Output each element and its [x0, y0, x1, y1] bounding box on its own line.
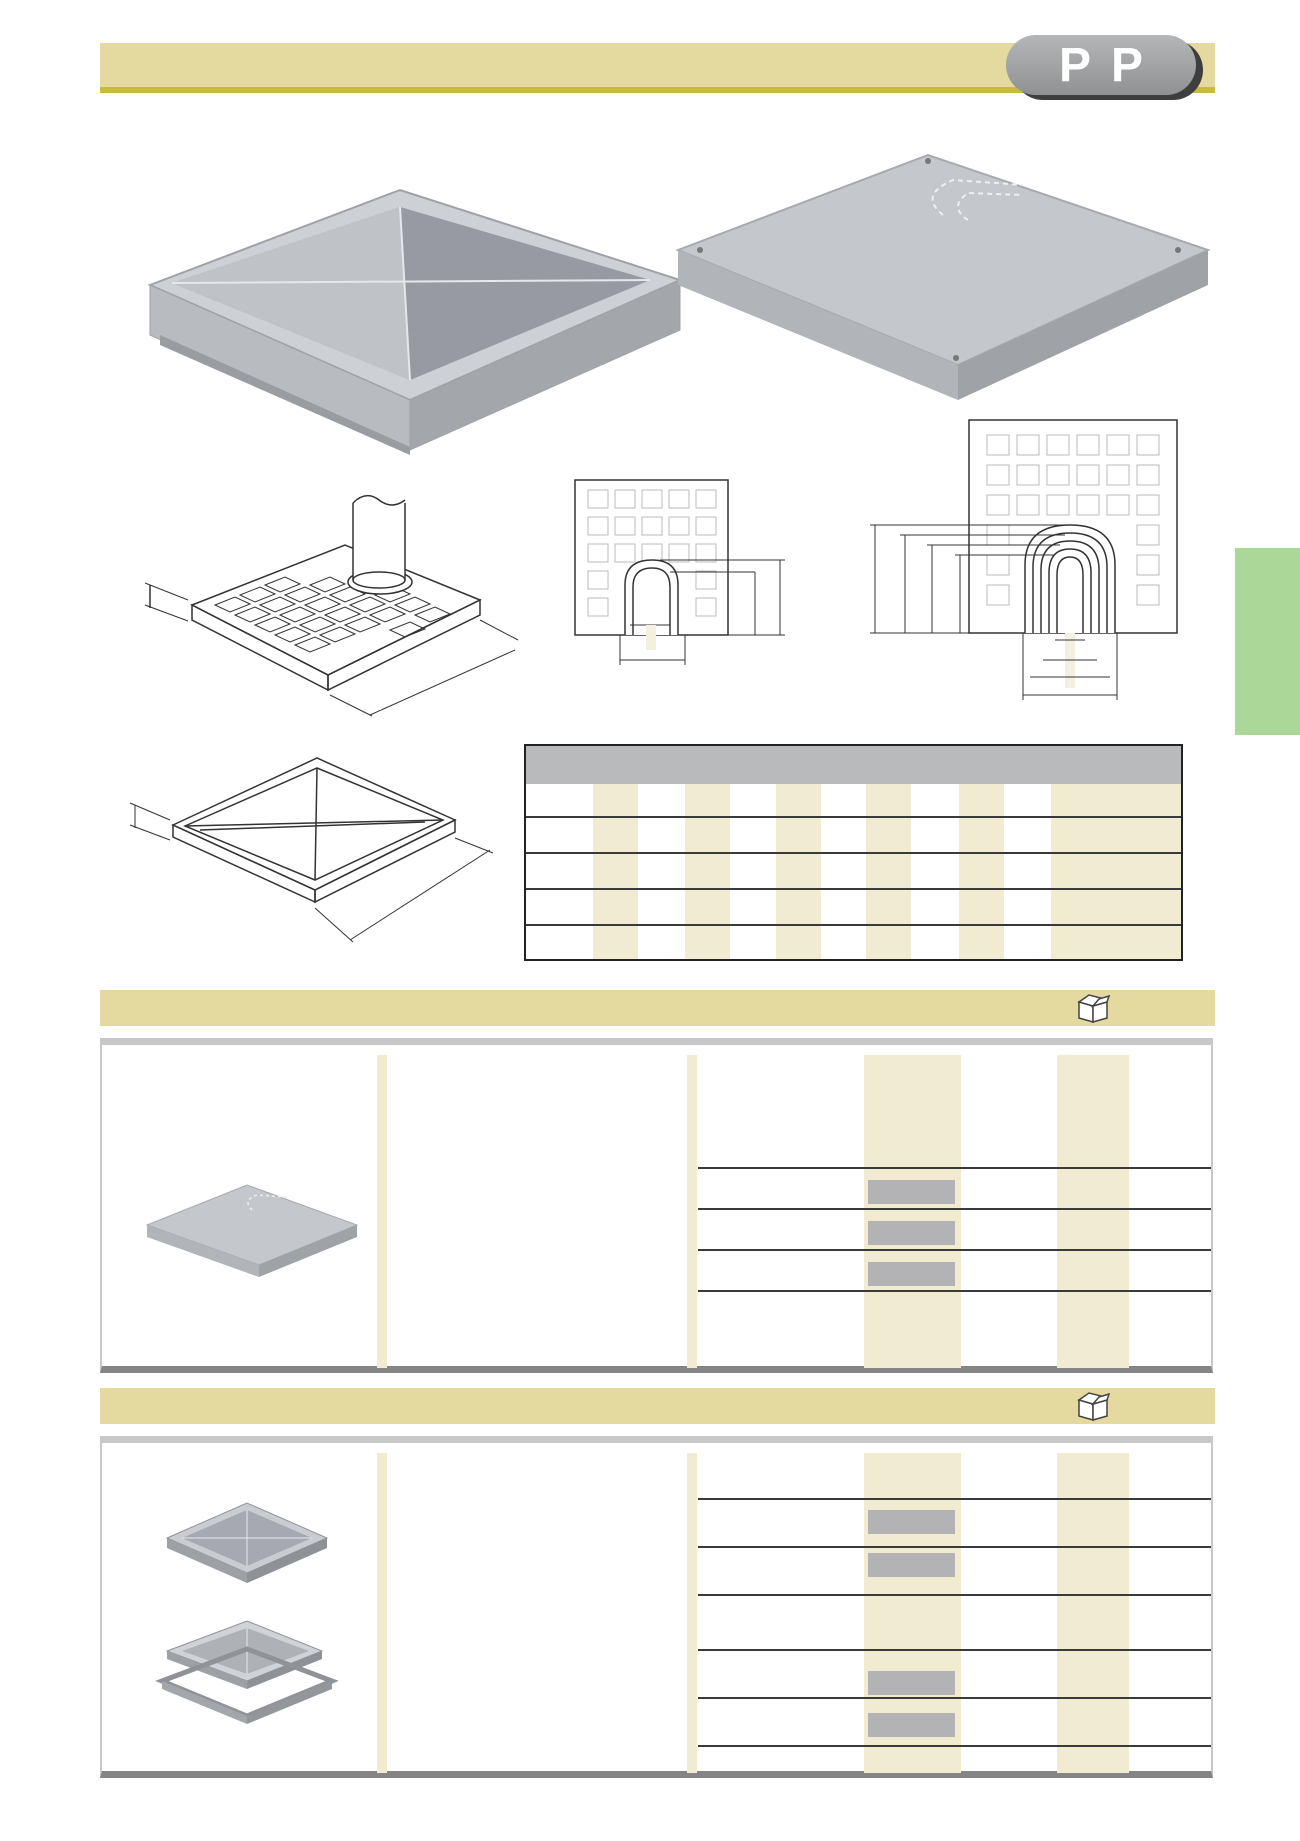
code-cell [868, 1510, 955, 1534]
table-rule [698, 1208, 1211, 1210]
column-divider [377, 1453, 387, 1773]
table-column-stripe [593, 784, 638, 959]
code-cell [868, 1221, 955, 1245]
product-section-covers [100, 1038, 1213, 1373]
material-badge: PP [1006, 35, 1196, 95]
table-rule [526, 888, 1181, 890]
section-bar-covers [100, 990, 1215, 1026]
u-profile-drawing [574, 479, 785, 665]
table-column-stripe [959, 784, 1004, 959]
table-rule [698, 1249, 1211, 1251]
table-rule [526, 816, 1181, 818]
code-cell [868, 1713, 955, 1737]
section-bar-trays [100, 1388, 1215, 1424]
u-profile-multi-drawing [870, 419, 1178, 700]
table-rule [698, 1290, 1211, 1292]
table-column-stripe [866, 784, 911, 959]
product-section-trays [100, 1436, 1213, 1778]
cover-photo [675, 153, 1211, 400]
column-divider [377, 1055, 387, 1368]
table-column-stripe [1057, 1055, 1129, 1368]
code-cell [868, 1180, 955, 1204]
table-header [526, 746, 1181, 784]
tray-stacked-thumbnail [155, 1620, 339, 1724]
table-rule [526, 852, 1181, 854]
column-divider [687, 1453, 697, 1773]
table-rule [526, 924, 1181, 926]
table-rule [698, 1594, 1211, 1596]
tray-photo [147, 188, 683, 455]
table-column-stripe [1051, 784, 1181, 959]
table-rule [698, 1697, 1211, 1699]
table-rule [698, 1498, 1211, 1500]
box-icon [1077, 1392, 1111, 1421]
table-rule [698, 1167, 1211, 1169]
tray-drawing [129, 757, 494, 943]
table-column-stripe [685, 784, 730, 959]
box-icon [1077, 994, 1111, 1023]
grid-drawing [144, 494, 519, 717]
dimension-table [524, 744, 1183, 961]
column-divider [687, 1055, 697, 1368]
code-cell [868, 1671, 955, 1695]
side-tab [1235, 548, 1300, 735]
table-column-stripe [864, 1055, 961, 1368]
code-cell [868, 1262, 955, 1286]
table-column-stripe [1057, 1453, 1129, 1773]
table-column-stripe [776, 784, 821, 959]
code-cell [868, 1553, 955, 1577]
table-rule [698, 1649, 1211, 1651]
table-rule [698, 1546, 1211, 1548]
cover-thumbnail [145, 1184, 359, 1277]
tray-thumbnail [165, 1502, 329, 1583]
table-rule [698, 1745, 1211, 1747]
